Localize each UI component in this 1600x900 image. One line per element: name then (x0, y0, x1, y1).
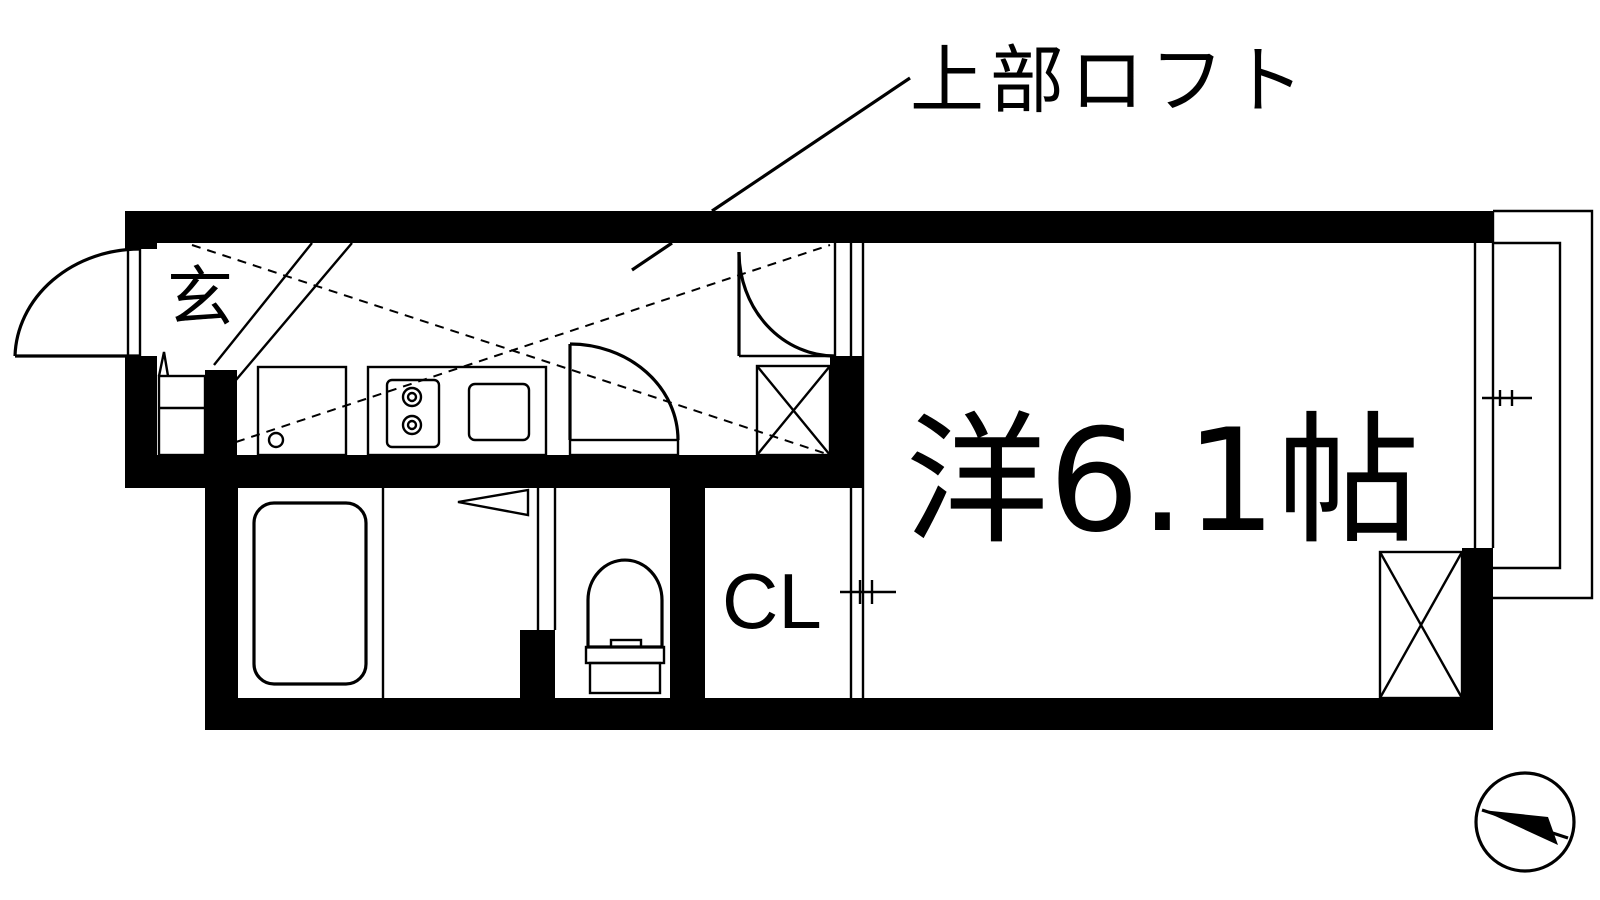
closet-label: CL (722, 557, 822, 645)
north-arrow-icon (1474, 771, 1576, 873)
kitchen-counter (256, 365, 548, 457)
loft-outline (191, 244, 831, 456)
two-burner-stove-icon (385, 378, 441, 449)
thin-walls (381, 209, 1594, 698)
bathtub-icon (252, 501, 368, 686)
loft-leader-line (631, 76, 911, 272)
storage-box-kitchen (755, 364, 832, 457)
washbasin (457, 488, 530, 517)
loft-label: 上部ロフト (910, 38, 1310, 124)
entrance-step (213, 242, 353, 381)
sink-icon (467, 382, 531, 442)
bathroom-door (568, 342, 680, 457)
outer-walls (125, 211, 1493, 730)
entrance-label: 玄 (167, 259, 233, 336)
storage-box-room (1378, 550, 1464, 700)
room-door (737, 251, 836, 358)
room-label: 洋6.1帖 (905, 399, 1420, 564)
toilet-icon (584, 558, 666, 695)
shoe-shelf (157, 351, 207, 457)
entrance-door (13, 247, 142, 358)
